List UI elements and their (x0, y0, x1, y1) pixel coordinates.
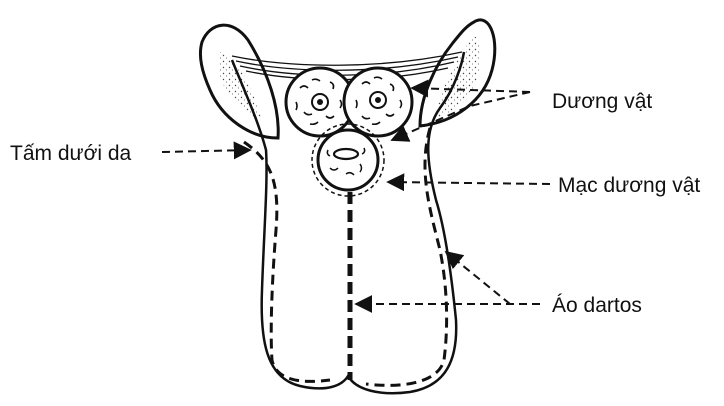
leader-dartos-right (446, 252, 510, 304)
label-penis: Dương vật (552, 90, 652, 113)
leader-penile-fascia (388, 182, 550, 184)
penis-cross-section (286, 68, 412, 196)
label-subcutaneous-layer: Tấm dưới da (10, 142, 132, 165)
leader-subcutaneous (162, 150, 250, 152)
left-thigh-flap (200, 25, 278, 138)
label-dartos-tunic: Áo dartos (552, 294, 642, 317)
label-penile-fascia: Mạc dương vật (558, 174, 700, 197)
